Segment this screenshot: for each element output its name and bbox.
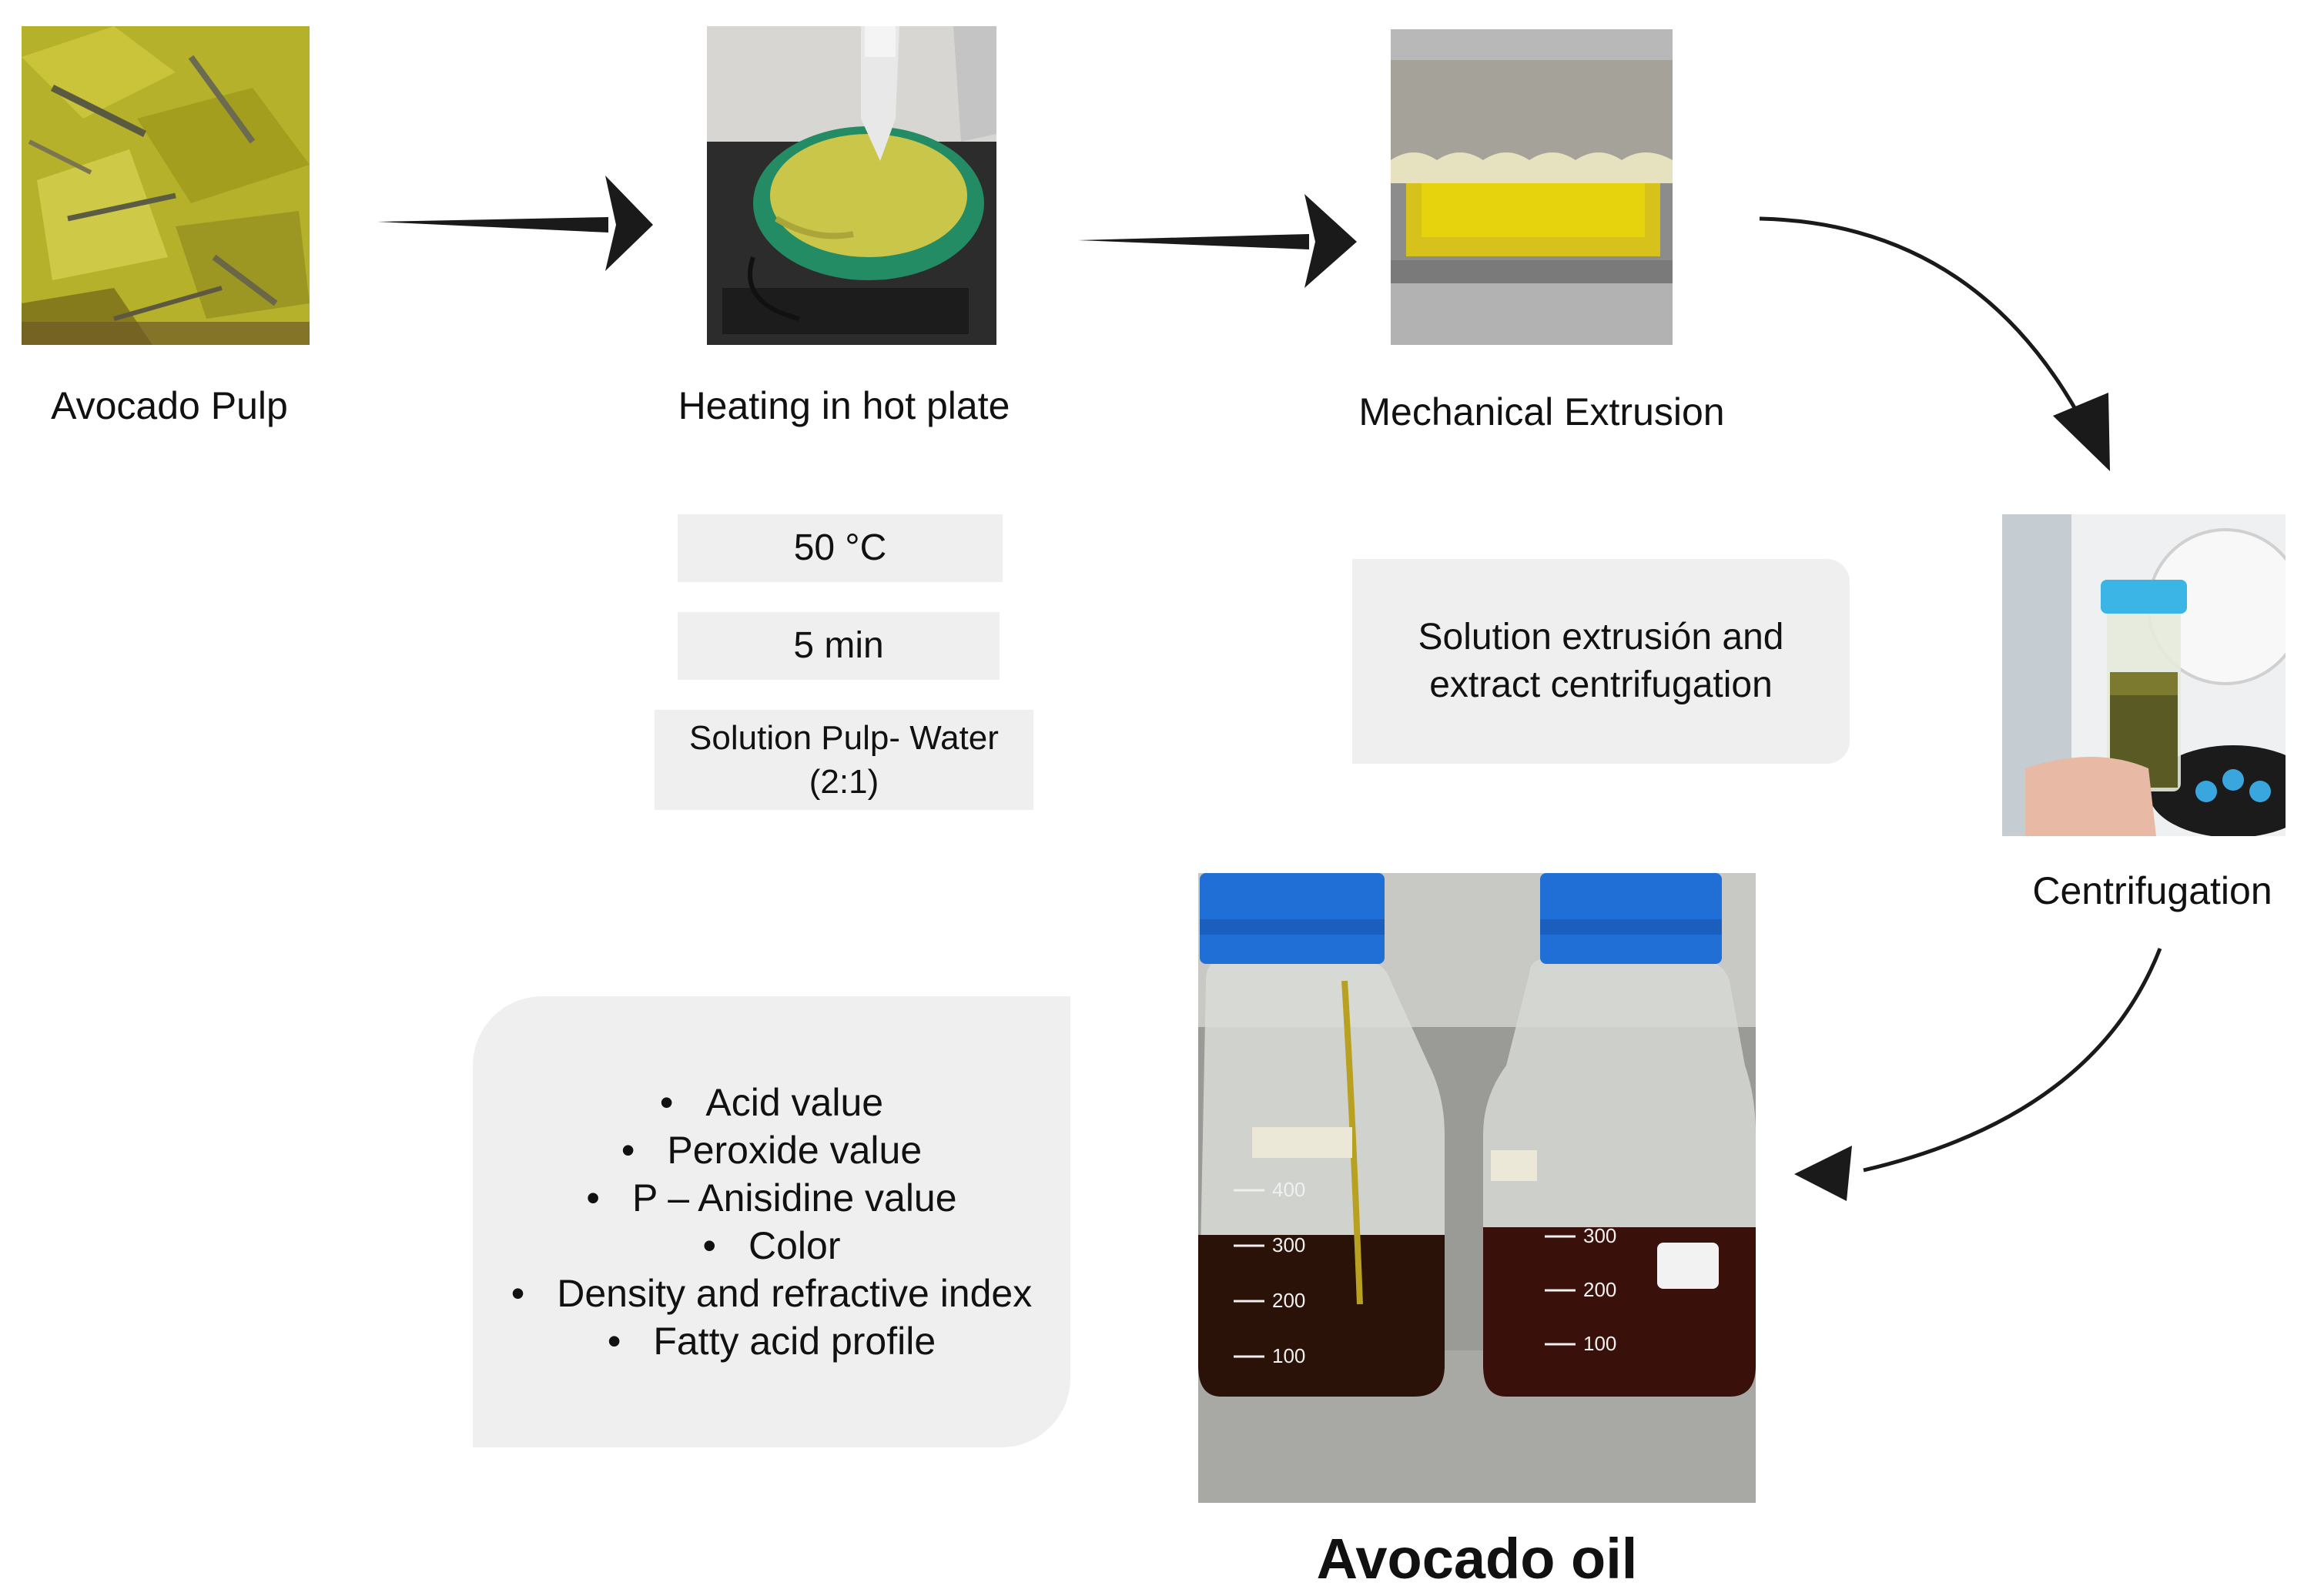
solution-ratio-line1: Solution Pulp- Water: [689, 716, 999, 760]
avocado-pulp-photo: [22, 26, 310, 345]
analysis-item: Peroxide value: [511, 1126, 1032, 1174]
time-value: 5 min: [793, 622, 883, 670]
extrusion-photo: [1391, 29, 1673, 345]
graduation-label: 200: [1583, 1278, 1616, 1301]
avocado-oil-photo: 400 300 200 100 300 200 100: [1198, 873, 1756, 1503]
arrow-centrifugation-to-oil: [1794, 949, 2160, 1201]
label-extrusion: Mechanical Extrusion: [1324, 390, 1759, 434]
centrifugation-photo: [2002, 514, 2286, 836]
heating-photo: [707, 26, 996, 345]
label-centrifugation: Centrifugation: [2010, 868, 2295, 913]
temperature-box: 50 °C: [678, 514, 1003, 582]
label-avocado-oil: Avocado oil: [1198, 1526, 1756, 1591]
arrow-heating-to-extrusion: [1078, 194, 1357, 288]
analyses-list: Acid valuePeroxide valueP – Anisidine va…: [511, 1079, 1032, 1365]
graduation-label: 300: [1272, 1233, 1305, 1256]
analyses-box: Acid valuePeroxide valueP – Anisidine va…: [473, 996, 1070, 1447]
graduation-label: 300: [1583, 1224, 1616, 1247]
analysis-item: Density and refractive index: [511, 1270, 1032, 1317]
analysis-item: Fatty acid profile: [511, 1317, 1032, 1365]
label-heating: Heating in hot plate: [639, 383, 1049, 428]
solution-ratio-box: Solution Pulp- Water (2:1): [655, 710, 1033, 810]
extrusion-note-line1: Solution extrusión and: [1418, 614, 1784, 661]
arrow-extrusion-to-centrifugation: [1760, 219, 2110, 471]
label-avocado-pulp: Avocado Pulp: [22, 383, 317, 428]
graduation-label: 400: [1272, 1178, 1305, 1201]
solution-ratio-line2: (2:1): [809, 760, 879, 804]
time-box: 5 min: [678, 612, 1000, 680]
graduation-label: 100: [1272, 1344, 1305, 1367]
extrusion-note-line2: extract centrifugation: [1429, 661, 1773, 709]
analysis-item: Acid value: [511, 1079, 1032, 1126]
analysis-item: P – Anisidine value: [511, 1174, 1032, 1222]
temperature-value: 50 °C: [794, 524, 887, 572]
extrusion-note-box: Solution extrusión and extract centrifug…: [1352, 559, 1850, 764]
graduation-label: 100: [1583, 1332, 1616, 1355]
arrow-pulp-to-heating: [377, 176, 653, 271]
graduation-label: 200: [1272, 1289, 1305, 1312]
analysis-item: Color: [511, 1222, 1032, 1270]
